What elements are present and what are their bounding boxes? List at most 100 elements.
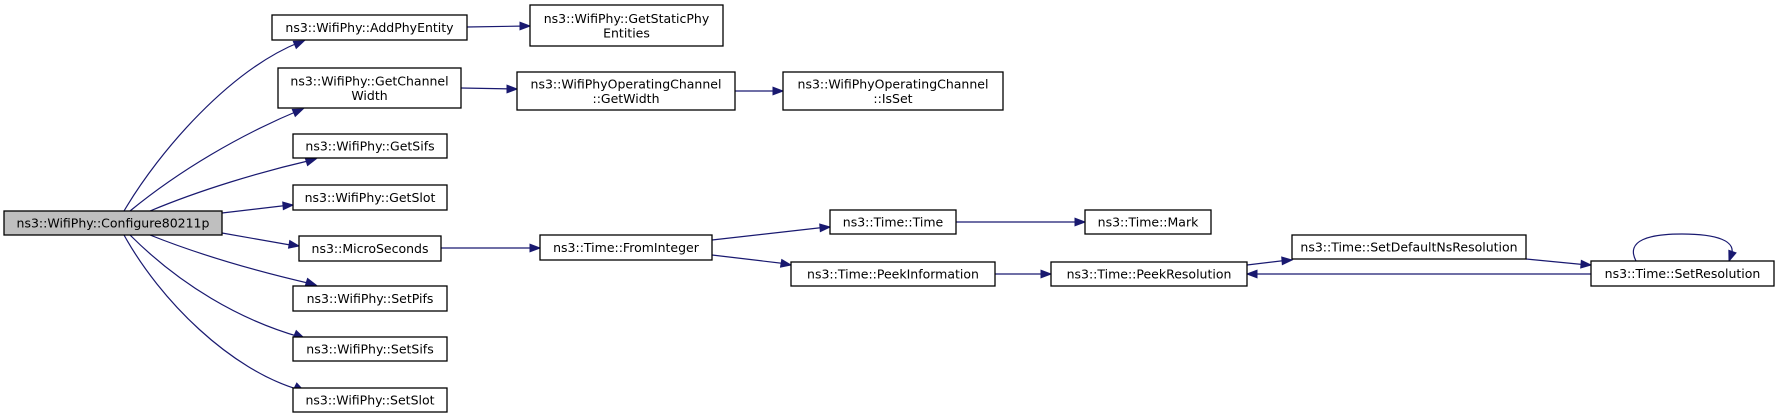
node-label: ns3::Time::PeekInformation [807,267,979,282]
node-box[interactable] [782,71,1004,111]
node-box[interactable] [292,133,448,159]
edge-peekresolution-to-setdefaultnsresolution [1246,256,1294,266]
edge-line [711,226,828,241]
arrowhead-icon [282,201,295,211]
node-setresolution[interactable]: ns3::Time::SetResolution [1590,260,1775,287]
node-box[interactable] [298,235,442,262]
edge-line [123,41,301,212]
node-box[interactable] [1590,260,1775,287]
edges-layer [123,21,1737,392]
node-frominteger[interactable]: ns3::Time::FromInteger [539,234,713,261]
edge-setresolution-to-setresolution [1632,233,1737,263]
node-label: ::IsSet [873,91,912,106]
node-box[interactable] [529,4,724,47]
edge-opch-getwidth-to-opch-isset [735,86,785,96]
arrowhead-icon [287,239,301,249]
edge-microseconds-to-frominteger [441,243,542,253]
edge-line [129,234,301,338]
arrowhead-icon [304,277,318,287]
edge-setresolution-to-peekresolution [1245,269,1591,279]
arrowhead-icon [529,243,542,253]
node-time[interactable]: ns3::Time::Time [829,209,957,235]
node-box[interactable] [1291,234,1527,260]
node-label: ns3::Time::PeekResolution [1067,267,1232,282]
node-setpifs[interactable]: ns3::WifiPhy::SetPifs [292,285,448,312]
node-label: ns3::WifiPhyOperatingChannel [531,76,722,91]
node-box[interactable] [292,184,448,211]
node-box[interactable] [292,387,448,413]
node-label: ns3::Time::SetResolution [1605,266,1761,281]
node-box[interactable] [277,67,462,109]
arrowhead-icon [1281,256,1294,266]
node-opch-isset[interactable]: ns3::WifiPhyOperatingChannel::IsSet [782,71,1004,111]
node-configure80211p[interactable]: ns3::WifiPhy::Configure80211p [3,210,223,236]
node-label: ns3::WifiPhy::GetChannel [290,73,448,88]
arrowhead-icon [1728,249,1737,263]
node-setdefaultnsresolution[interactable]: ns3::Time::SetDefaultNsResolution [1291,234,1527,260]
node-box[interactable] [271,14,468,41]
edge-configure80211p-to-getchannelwidth [129,108,305,212]
node-label: ns3::WifiPhy::SetSlot [305,393,434,408]
edge-configure80211p-to-setslot [123,234,306,392]
node-opch-getwidth[interactable]: ns3::WifiPhyOperatingChannel::GetWidth [516,71,736,111]
arrowhead-icon [772,86,785,96]
node-peekinformation[interactable]: ns3::Time::PeekInformation [790,261,996,287]
edge-configure80211p-to-getslot [221,201,295,214]
arrowhead-icon [304,157,318,167]
node-box[interactable] [3,210,223,236]
edge-line [711,254,789,265]
arrowhead-icon [519,21,532,31]
node-getslot[interactable]: ns3::WifiPhy::GetSlot [292,184,448,211]
node-label: ns3::WifiPhy::GetSlot [305,190,436,205]
edge-line [466,25,528,28]
node-addphyentity[interactable]: ns3::WifiPhy::AddPhyEntity [271,14,468,41]
node-label: ns3::MicroSeconds [312,241,429,256]
node-label: ns3::WifiPhy::GetStaticPhy [544,11,710,26]
node-label: ns3::Time::Mark [1098,215,1199,230]
node-box[interactable] [1084,209,1212,235]
arrowhead-icon [1580,259,1593,269]
edge-line [123,234,301,391]
edge-configure80211p-to-addphyentity [123,40,306,212]
node-box[interactable] [539,234,713,261]
node-label: Entities [603,25,650,40]
node-box[interactable] [292,336,448,362]
node-microseconds[interactable]: ns3::MicroSeconds [298,235,442,262]
arrowhead-icon [292,40,306,50]
edge-line [1525,258,1589,266]
edge-configure80211p-to-microseconds [221,232,301,249]
arrowhead-icon [779,258,793,268]
node-label: ns3::Time::Time [843,215,944,230]
node-label: ns3::Time::SetDefaultNsResolution [1300,240,1517,255]
edge-configure80211p-to-setpifs [149,234,318,287]
node-label: ns3::WifiPhy::GetSifs [305,139,434,154]
edge-addphyentity-to-getstaticphyentities [466,21,532,31]
node-setsifs[interactable]: ns3::WifiPhy::SetSifs [292,336,448,362]
arrowhead-icon [1245,269,1258,279]
node-mark[interactable]: ns3::Time::Mark [1084,209,1212,235]
edge-line [149,159,313,212]
node-peekresolution[interactable]: ns3::Time::PeekResolution [1050,261,1248,287]
node-box[interactable] [292,285,448,312]
node-box[interactable] [1050,261,1248,287]
arrowhead-icon [291,108,305,118]
node-box[interactable] [829,209,957,235]
node-label: ns3::WifiPhy::SetPifs [307,291,434,306]
edge-line [129,109,301,212]
arrowhead-icon [506,84,519,94]
edge-setdefaultnsresolution-to-setresolution [1525,258,1593,269]
node-box[interactable] [790,261,996,287]
node-box[interactable] [516,71,736,111]
arrowhead-icon [1040,269,1053,279]
node-setslot[interactable]: ns3::WifiPhy::SetSlot [292,387,448,413]
node-label: ns3::WifiPhyOperatingChannel [798,76,989,91]
edge-line [460,87,515,90]
node-getsifs[interactable]: ns3::WifiPhy::GetSifs [292,133,448,159]
edge-configure80211p-to-getsifs [149,157,318,212]
arrowhead-icon [1074,217,1087,227]
edge-peekinformation-to-peekresolution [995,269,1053,279]
edge-configure80211p-to-setsifs [129,234,306,339]
